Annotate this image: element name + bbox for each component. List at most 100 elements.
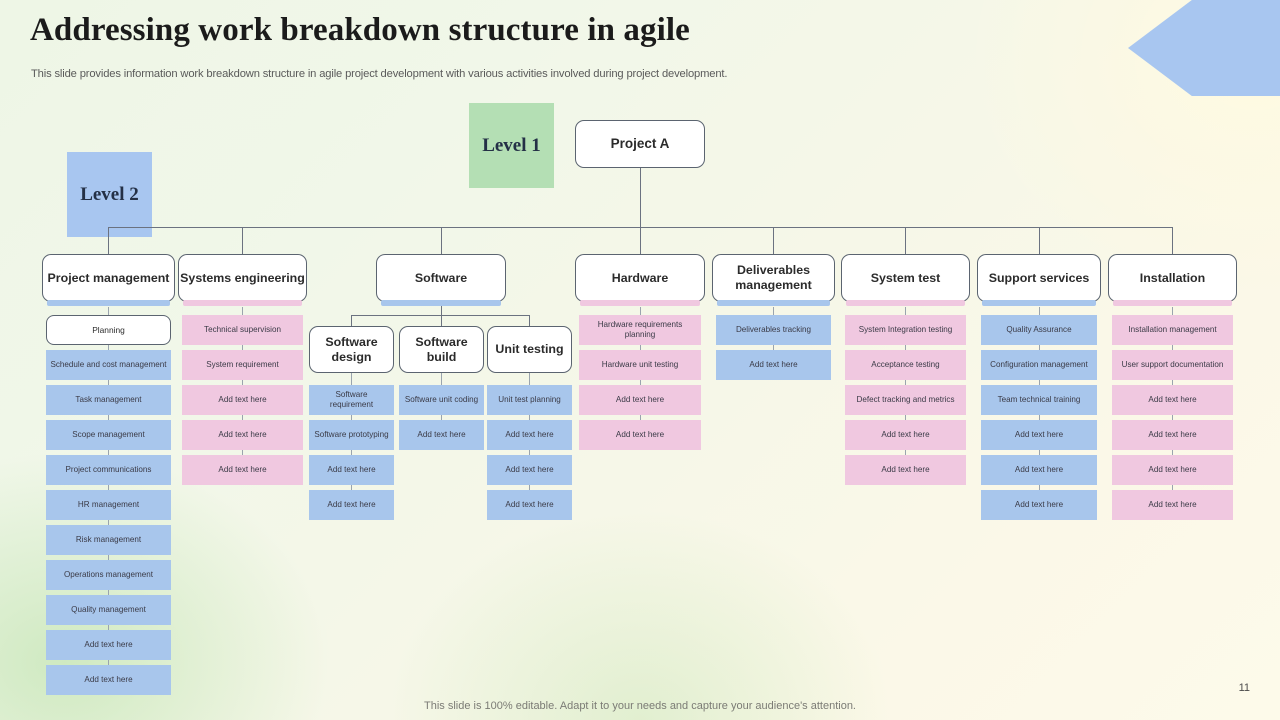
connector-vertical [1039, 344, 1040, 350]
leaf-chip[interactable]: Software unit coding [399, 385, 484, 415]
leaf-chip[interactable]: Add text here [46, 630, 171, 660]
branch-accent-bar [982, 300, 1096, 306]
leaf-chip[interactable]: Add text here [1112, 490, 1233, 520]
leaf-chip[interactable]: Add text here [487, 490, 572, 520]
connector-vertical [905, 227, 906, 254]
leaf-chip[interactable]: Add text here [981, 420, 1097, 450]
node-branch-installation[interactable]: Installation [1108, 254, 1237, 306]
leaf-chip[interactable]: Scope management [46, 420, 171, 450]
connector-vertical [242, 307, 243, 315]
leaf-chip[interactable]: Task management [46, 385, 171, 415]
connector-vertical [773, 307, 774, 315]
page-subtitle: This slide provides information work bre… [31, 68, 728, 80]
leaf-chip[interactable]: Schedule and cost management [46, 350, 171, 380]
corner-chevron-decoration [1128, 0, 1280, 96]
leaf-chip[interactable]: Quality Assurance [981, 315, 1097, 345]
leaf-chip[interactable]: Add text here [1112, 385, 1233, 415]
leaf-chip[interactable]: HR management [46, 490, 171, 520]
connector-vertical [108, 484, 109, 490]
node-branch-software[interactable]: Software [376, 254, 506, 306]
connector-vertical [905, 414, 906, 420]
connector-vertical [640, 227, 641, 254]
leaf-chip[interactable]: Add text here [1112, 420, 1233, 450]
leaf-chip-highlight[interactable]: Planning [46, 315, 171, 345]
leaf-chip[interactable]: Project communications [46, 455, 171, 485]
leaf-chip[interactable]: Deliverables tracking [716, 315, 831, 345]
connector-vertical [351, 373, 352, 385]
leaf-chip[interactable]: Add text here [309, 490, 394, 520]
connector-vertical [1172, 449, 1173, 455]
connector-vertical [529, 315, 530, 326]
leaf-chip[interactable]: Add text here [579, 420, 701, 450]
leaf-chip[interactable]: Add text here [399, 420, 484, 450]
node-branch-system-test[interactable]: System test [841, 254, 970, 306]
node-subbranch-software-design[interactable]: Software design [309, 326, 394, 373]
connector-vertical [441, 227, 442, 254]
leaf-chip[interactable]: Software requirement [309, 385, 394, 415]
leaf-chip[interactable]: Add text here [487, 455, 572, 485]
leaf-chip[interactable]: Quality management [46, 595, 171, 625]
leaf-chip[interactable]: Software prototyping [309, 420, 394, 450]
node-branch-hardware[interactable]: Hardware [575, 254, 705, 306]
leaf-chip[interactable]: System Integration testing [845, 315, 966, 345]
connector-vertical [529, 373, 530, 385]
connector-vertical [242, 227, 243, 254]
connector-vertical [1039, 484, 1040, 490]
connector-vertical [640, 344, 641, 350]
leaf-chip[interactable]: Add text here [981, 490, 1097, 520]
leaf-chip[interactable]: Hardware requirements planning [579, 315, 701, 345]
leaf-chip[interactable]: Acceptance testing [845, 350, 966, 380]
connector-vertical [773, 227, 774, 254]
node-branch-systems-engineering[interactable]: Systems engineering [178, 254, 307, 306]
leaf-chip[interactable]: System requirement [182, 350, 303, 380]
node-subbranch-unit-testing[interactable]: Unit testing [487, 326, 572, 373]
connector-vertical [773, 344, 774, 350]
connector-vertical [108, 519, 109, 525]
connector-vertical [108, 659, 109, 665]
leaf-chip[interactable]: Add text here [182, 420, 303, 450]
node-subbranch-software-build[interactable]: Software build [399, 326, 484, 373]
connector-vertical [1172, 414, 1173, 420]
node-branch-support-services[interactable]: Support services [977, 254, 1101, 306]
leaf-chip[interactable]: Add text here [46, 665, 171, 695]
connector-vertical [1039, 379, 1040, 385]
legend-level-2: Level 2 [67, 152, 152, 237]
leaf-chip[interactable]: Operations management [46, 560, 171, 590]
leaf-chip[interactable]: Add text here [487, 420, 572, 450]
connector-vertical [108, 624, 109, 630]
footer-note: This slide is 100% editable. Adapt it to… [424, 700, 856, 712]
leaf-chip[interactable]: Installation management [1112, 315, 1233, 345]
connector-vertical [108, 414, 109, 420]
leaf-chip[interactable]: Configuration management [981, 350, 1097, 380]
node-branch-deliverables-management[interactable]: Deliverables management [712, 254, 835, 306]
connector-vertical [108, 554, 109, 560]
connector-vertical [1172, 227, 1173, 254]
leaf-chip[interactable]: Add text here [182, 455, 303, 485]
connector-vertical [1172, 344, 1173, 350]
leaf-chip[interactable]: Hardware unit testing [579, 350, 701, 380]
leaf-chip[interactable]: Unit test planning [487, 385, 572, 415]
node-branch-project-management[interactable]: Project management [42, 254, 175, 306]
leaf-chip[interactable]: Risk management [46, 525, 171, 555]
connector-vertical [640, 168, 641, 227]
leaf-chip[interactable]: Add text here [309, 455, 394, 485]
leaf-chip[interactable]: Add text here [981, 455, 1097, 485]
leaf-chip[interactable]: User support documentation [1112, 350, 1233, 380]
leaf-chip[interactable]: Add text here [182, 385, 303, 415]
leaf-chip[interactable]: Team technical training [981, 385, 1097, 415]
leaf-chip[interactable]: Add text here [845, 455, 966, 485]
leaf-chip[interactable]: Add text here [579, 385, 701, 415]
connector-vertical [1039, 414, 1040, 420]
leaf-chip[interactable]: Technical supervision [182, 315, 303, 345]
leaf-chip[interactable]: Add text here [1112, 455, 1233, 485]
connector-vertical [242, 379, 243, 385]
connector-vertical [108, 227, 109, 254]
node-project-a[interactable]: Project A [575, 120, 705, 168]
connector-vertical [108, 379, 109, 385]
leaf-chip[interactable]: Defect tracking and metrics [845, 385, 966, 415]
connector-horizontal [351, 315, 529, 316]
leaf-chip[interactable]: Add text here [716, 350, 831, 380]
leaf-chip[interactable]: Add text here [845, 420, 966, 450]
connector-vertical [351, 484, 352, 490]
branch-accent-bar [47, 300, 170, 306]
